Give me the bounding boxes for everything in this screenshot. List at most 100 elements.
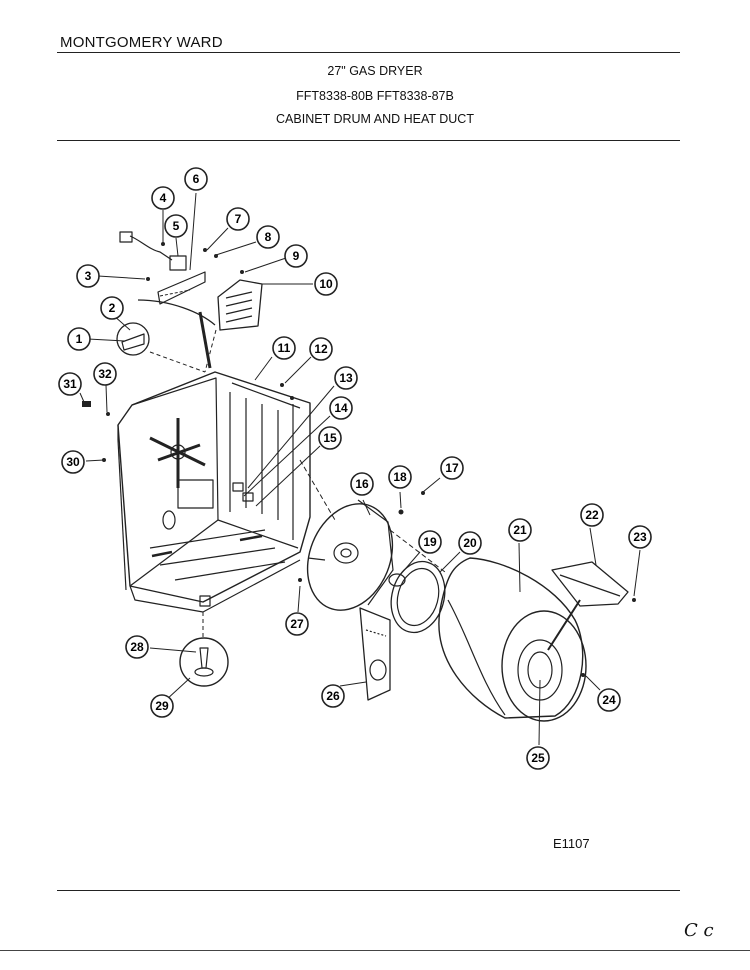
leveling-leg-part bbox=[179, 637, 229, 687]
callout-circle bbox=[329, 396, 353, 420]
callout-number: 20 bbox=[463, 536, 477, 550]
callout-17: 17 bbox=[440, 456, 464, 480]
callout-number: 24 bbox=[602, 693, 616, 707]
callout-number: 29 bbox=[155, 699, 169, 713]
callout-circle bbox=[164, 214, 188, 238]
callout-circle bbox=[318, 426, 342, 450]
callout-15: 15 bbox=[318, 426, 342, 450]
callout-circle bbox=[388, 465, 412, 489]
callout-circle bbox=[580, 503, 604, 527]
callout-number: 32 bbox=[98, 367, 112, 381]
callout-number: 25 bbox=[531, 751, 545, 765]
brand-name: MONTGOMERY WARD bbox=[60, 34, 223, 51]
callout-21: 21 bbox=[508, 518, 532, 542]
callout-14: 14 bbox=[329, 396, 353, 420]
callout-circle bbox=[226, 207, 250, 231]
callout-number: 7 bbox=[235, 212, 242, 226]
callout-number: 19 bbox=[423, 535, 437, 549]
callout-circle bbox=[184, 167, 208, 191]
callout-16: 16 bbox=[350, 472, 374, 496]
callout-circle bbox=[508, 518, 532, 542]
model-numbers: FFT8338-80B FFT8338-87B bbox=[296, 89, 454, 103]
callout-circle bbox=[440, 456, 464, 480]
callout-24: 24 bbox=[597, 688, 621, 712]
corner-handwritten-mark: C c bbox=[684, 920, 714, 941]
callout-circle bbox=[100, 296, 124, 320]
callout-circle bbox=[350, 472, 374, 496]
callout-27: 27 bbox=[285, 612, 309, 636]
callout-number: 10 bbox=[319, 277, 333, 291]
callout-circle bbox=[284, 244, 308, 268]
figure-code: E1107 bbox=[553, 836, 590, 851]
callout-circle bbox=[76, 264, 100, 288]
callout-number: 26 bbox=[326, 689, 340, 703]
callout-18: 18 bbox=[388, 465, 412, 489]
callout-2: 2 bbox=[100, 296, 124, 320]
callout-circle bbox=[93, 362, 117, 386]
callout-number: 5 bbox=[173, 219, 180, 233]
callout-circle bbox=[314, 272, 338, 296]
callout-circle bbox=[334, 366, 358, 390]
callout-circle bbox=[458, 531, 482, 555]
callout-number: 4 bbox=[160, 191, 167, 205]
callout-3: 3 bbox=[76, 264, 100, 288]
callout-28: 28 bbox=[125, 635, 149, 659]
callout-13: 13 bbox=[334, 366, 358, 390]
drum-baffle-part bbox=[551, 561, 629, 607]
callout-number: 23 bbox=[633, 530, 647, 544]
callout-number: 11 bbox=[278, 341, 291, 355]
terminal-block-part bbox=[119, 231, 216, 326]
callout-number: 30 bbox=[66, 455, 80, 469]
callout-32: 32 bbox=[93, 362, 117, 386]
callout-25: 25 bbox=[526, 746, 550, 770]
callout-5: 5 bbox=[164, 214, 188, 238]
callout-circle bbox=[285, 612, 309, 636]
callout-circle bbox=[628, 525, 652, 549]
callout-31: 31 bbox=[58, 372, 82, 396]
top-rule bbox=[57, 52, 680, 53]
callout-number: 6 bbox=[193, 172, 200, 186]
callout-6: 6 bbox=[184, 167, 208, 191]
callout-circle bbox=[256, 225, 280, 249]
callout-number: 31 bbox=[63, 377, 77, 391]
footer-rule bbox=[57, 890, 680, 891]
callout-circle bbox=[151, 186, 175, 210]
leader-lines bbox=[79, 192, 641, 746]
callout-number: 21 bbox=[513, 523, 527, 537]
callout-number: 27 bbox=[290, 617, 304, 631]
callout-number: 8 bbox=[265, 230, 272, 244]
callout-number: 12 bbox=[314, 342, 328, 356]
callout-circle bbox=[526, 746, 550, 770]
callout-number: 16 bbox=[355, 477, 369, 491]
bottom-rule bbox=[0, 950, 750, 951]
cabinet-part bbox=[117, 371, 311, 613]
callout-29: 29 bbox=[150, 694, 174, 718]
drum-seal-part bbox=[388, 560, 446, 634]
callout-circle bbox=[597, 688, 621, 712]
drum-part bbox=[438, 557, 587, 722]
callout-number: 17 bbox=[445, 461, 459, 475]
callout-20: 20 bbox=[458, 531, 482, 555]
fastener-marks bbox=[82, 242, 636, 677]
callout-circle bbox=[58, 372, 82, 396]
callout-circle bbox=[125, 635, 149, 659]
callout-number: 1 bbox=[76, 332, 83, 346]
callout-8: 8 bbox=[256, 225, 280, 249]
front-bulkhead-part bbox=[306, 499, 394, 611]
callout-circle bbox=[272, 336, 296, 360]
callout-9: 9 bbox=[284, 244, 308, 268]
callout-number: 15 bbox=[323, 431, 337, 445]
callout-number: 14 bbox=[334, 401, 348, 415]
callout-1: 1 bbox=[67, 327, 91, 351]
callout-23: 23 bbox=[628, 525, 652, 549]
callout-circle bbox=[61, 450, 85, 474]
callout-12: 12 bbox=[309, 337, 333, 361]
callout-number: 9 bbox=[293, 249, 300, 263]
callout-11: 11 bbox=[272, 336, 296, 360]
callout-26: 26 bbox=[321, 684, 345, 708]
heat-duct-part bbox=[359, 607, 391, 701]
callout-19: 19 bbox=[418, 530, 442, 554]
header-rule bbox=[57, 140, 680, 141]
